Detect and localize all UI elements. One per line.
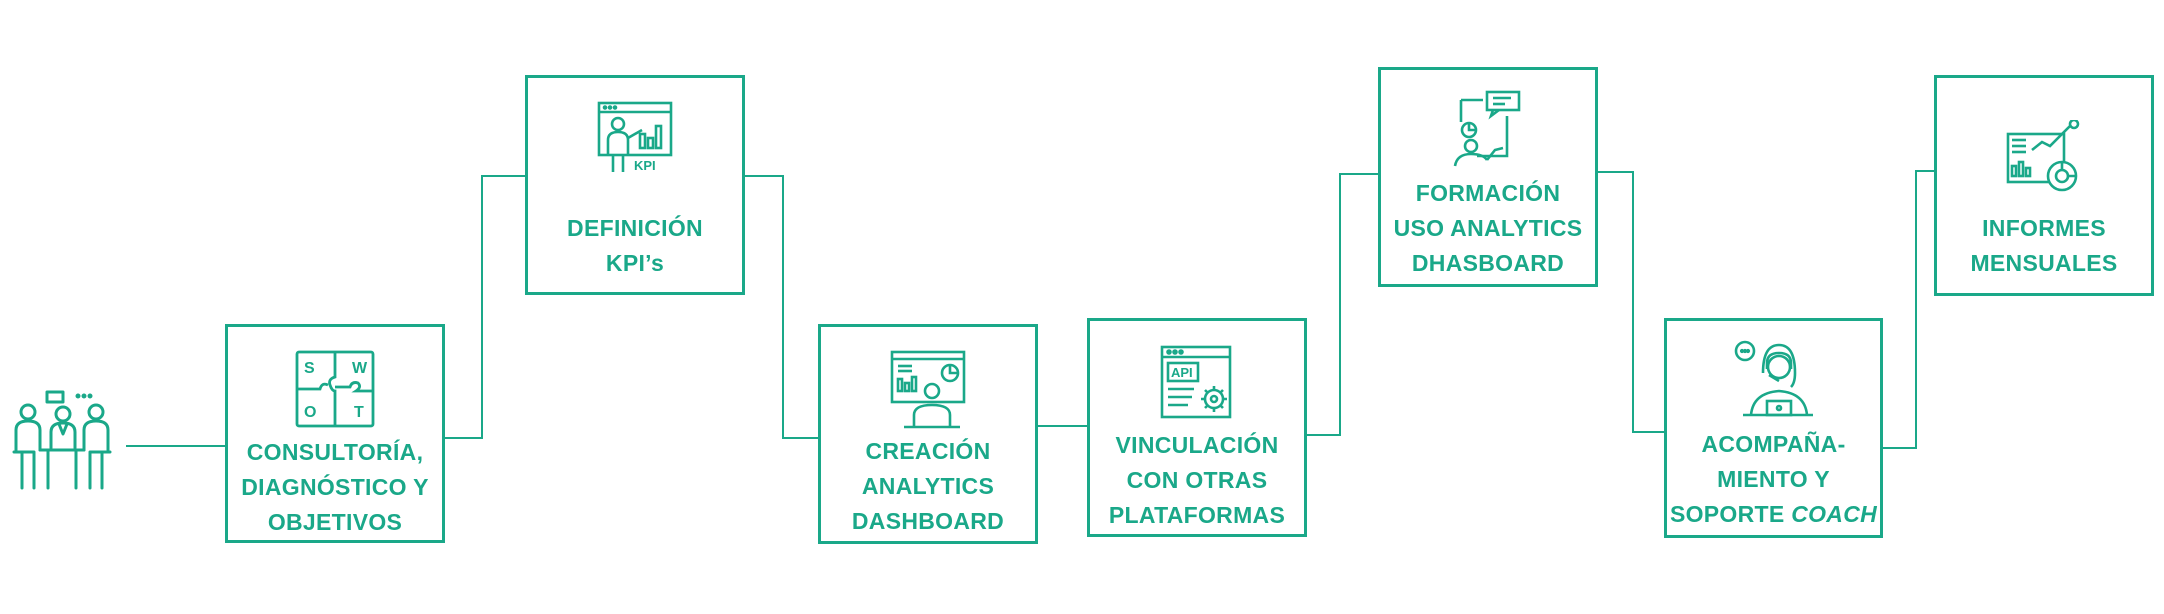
- analytics-dashboard-icon: [890, 350, 966, 429]
- step-label: ACOMPAÑA-MIENTO Y SOPORTE COACH: [1669, 431, 1878, 527]
- api-gear-icon: API: [1160, 345, 1232, 419]
- api-text: API: [1171, 365, 1193, 380]
- support-headset-icon: [1734, 340, 1813, 417]
- connector-acompanamiento-informes: [1882, 170, 1936, 449]
- swot-o-letter: O: [304, 404, 316, 421]
- swot-puzzle-icon: S W O T: [295, 350, 375, 428]
- monthly-report-icon: [2006, 120, 2080, 192]
- step-acompanamiento: ACOMPAÑA-MIENTO Y SOPORTE COACH: [1664, 318, 1883, 538]
- swot-s-letter: S: [304, 360, 315, 377]
- connector-kpi-dashboard: [743, 175, 820, 439]
- connector-consultoria-kpi: [445, 175, 526, 439]
- connector-vinculacion-formacion: [1304, 173, 1380, 436]
- kpi-text: KPI: [634, 158, 656, 173]
- kpi-presentation-icon: KPI: [597, 101, 673, 173]
- coach-emphasis: COACH: [1791, 501, 1878, 527]
- swot-w-letter: W: [352, 360, 368, 377]
- meeting-people-icon: [12, 390, 112, 490]
- training-presenter-icon: [1453, 90, 1521, 167]
- swot-t-letter: T: [354, 404, 364, 421]
- connector-formacion-acompanamiento: [1597, 171, 1666, 433]
